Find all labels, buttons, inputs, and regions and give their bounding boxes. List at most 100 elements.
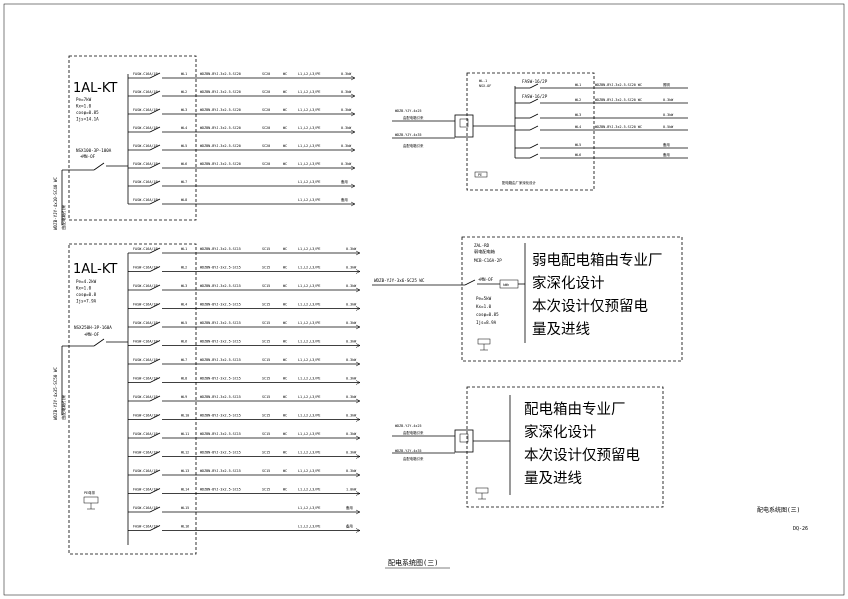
- circuit-lay: WC: [283, 303, 287, 307]
- circuit-lay: WC: [283, 247, 287, 251]
- param-text: Pe=7kW: [76, 97, 92, 102]
- circuit-id: WL2: [181, 90, 187, 94]
- arrow-icon: [350, 93, 356, 99]
- circuit-phase: L1,L2,L3/PE: [298, 506, 320, 510]
- circuit-method: SC20: [262, 144, 270, 148]
- panel-1-feeder-cable: WDZB-YJY-4x10-SC40 WC: [53, 177, 58, 230]
- circuit-power: 0.3kW: [346, 358, 357, 362]
- circuit-phase: L1,L2,L3/PE: [298, 488, 320, 492]
- breaker-icon: [149, 432, 161, 439]
- circuit-lay: WC: [283, 321, 287, 325]
- circuit-cable: WDZBN-BYJ-3x2.5-SC20: [200, 108, 241, 112]
- circuit-lay: WC: [283, 126, 287, 130]
- param-text: Ijs=8.9A: [476, 320, 497, 325]
- circuit-id: WL11: [181, 432, 189, 436]
- note-line: 量及进线: [532, 321, 590, 338]
- circuit-breaker: FASW-C16A/1P: [133, 284, 158, 288]
- breaker-icon: [149, 108, 161, 115]
- circuit-power: 0.3kW: [346, 414, 357, 418]
- panel-4-name: ZAL-RD: [474, 243, 490, 248]
- panel-2-main-switch: +MN-OF: [84, 332, 100, 337]
- panel-4-pe-bar: [477, 338, 491, 345]
- circuit-breaker: FASW-C16A/1P: [133, 303, 158, 307]
- circuit-method: SC15: [262, 432, 270, 436]
- circuit-power: 0.5kW: [663, 125, 674, 129]
- circuit-power: 0.3kW: [346, 451, 357, 455]
- circuit-id: WL1: [181, 247, 187, 251]
- circuit-method: SC15: [262, 469, 270, 473]
- circuit-cable: WDZBN-BYJ-3x2.5-SC15: [200, 247, 241, 251]
- circuit-power: 0.3kW: [341, 108, 352, 112]
- circuit-method: SC15: [262, 358, 270, 362]
- note-line: 本次设计仅预留电: [524, 447, 640, 464]
- circuit-cable: WDZBN-BYJ-3x2.5-SC15: [200, 451, 241, 455]
- circuit-power: 备用: [341, 197, 348, 202]
- circuit-phase: L1,L2,L3/PE: [298, 432, 320, 436]
- arrow-icon: [355, 287, 361, 293]
- breaker-icon: [149, 469, 161, 476]
- circuit-breaker: FASW-C16A/1P: [133, 358, 158, 362]
- panel-1-main-switch-blade: [93, 162, 105, 171]
- circuit-id: WL16: [181, 525, 189, 529]
- circuit-lay: WC: [283, 162, 287, 166]
- circuit-id: WL3: [575, 113, 581, 117]
- circuit-id: WL4: [575, 125, 581, 129]
- circuit-phase: L1,L2,L3/PE: [298, 162, 320, 166]
- circuit-power: 0.3kW: [346, 469, 357, 473]
- panel-1-enclosure: [68, 55, 197, 221]
- circuit-method: SC15: [262, 451, 270, 455]
- circuit-lay: WC: [283, 451, 287, 455]
- circuit-phase: L1,L2,L3/PE: [298, 198, 320, 202]
- circuit-power: 0.3kW: [346, 266, 357, 270]
- circuit-cable: WDZBN-BYJ-3x2.5-SC15: [200, 266, 241, 270]
- breaker-icon: [149, 395, 161, 402]
- circuit-phase: L1,L2,L3/PE: [298, 358, 320, 362]
- breaker-icon: [149, 126, 161, 133]
- title-block-name: 配电系统图(三): [757, 506, 800, 514]
- circuit-breaker: FASW-C16A/1P: [133, 506, 158, 510]
- breaker-icon: [149, 303, 161, 309]
- title-block-number: DQ-26: [793, 526, 808, 532]
- circuit-cable: WDZBN-BYJ-3x2.5-SC15: [200, 469, 241, 473]
- circuit-phase: L1,L2,L3/PE: [298, 451, 320, 455]
- circuit-id: WL13: [181, 469, 189, 473]
- circuit-breaker: FASW-C16A/1P: [133, 126, 158, 130]
- arrow-icon: [350, 201, 356, 207]
- breaker-icon: [149, 180, 161, 187]
- circuit-power: 照明: [663, 83, 670, 87]
- circuit-power: 0.3kW: [346, 432, 357, 436]
- panel-3-pe-label: PE: [478, 173, 482, 177]
- breaker-icon: [149, 488, 161, 494]
- panel-3-bottom-note: 配电箱由厂家深化设计: [502, 180, 537, 185]
- circuit-phase: L1,L2,L3/PE: [298, 340, 320, 344]
- circuit-id: WL8: [181, 198, 187, 202]
- arrow-icon: [355, 454, 361, 459]
- arrow-icon: [355, 528, 361, 533]
- circuit-phase: L1,L2,L3/PE: [298, 126, 320, 130]
- panel-3-in1: WDZB-YJY-4x25: [395, 109, 422, 113]
- circuit-method: SC15: [262, 340, 270, 344]
- circuit-power: 0.3kW: [341, 126, 352, 130]
- arrow-icon: [355, 472, 361, 478]
- param-text: Kx=1.0: [76, 286, 92, 291]
- circuit-phase: L1,L2,L3/PE: [298, 72, 320, 76]
- arrow-icon: [355, 509, 361, 515]
- panel-1-name: 1AL-KT: [73, 81, 117, 96]
- arrow-icon: [355, 250, 361, 256]
- breaker-icon: [149, 72, 161, 79]
- circuit-lay: WC: [283, 266, 287, 270]
- circuit-method: SC15: [262, 321, 270, 325]
- arrow-icon: [355, 324, 361, 330]
- circuit-phase: L1,L2,L3/PE: [298, 525, 320, 529]
